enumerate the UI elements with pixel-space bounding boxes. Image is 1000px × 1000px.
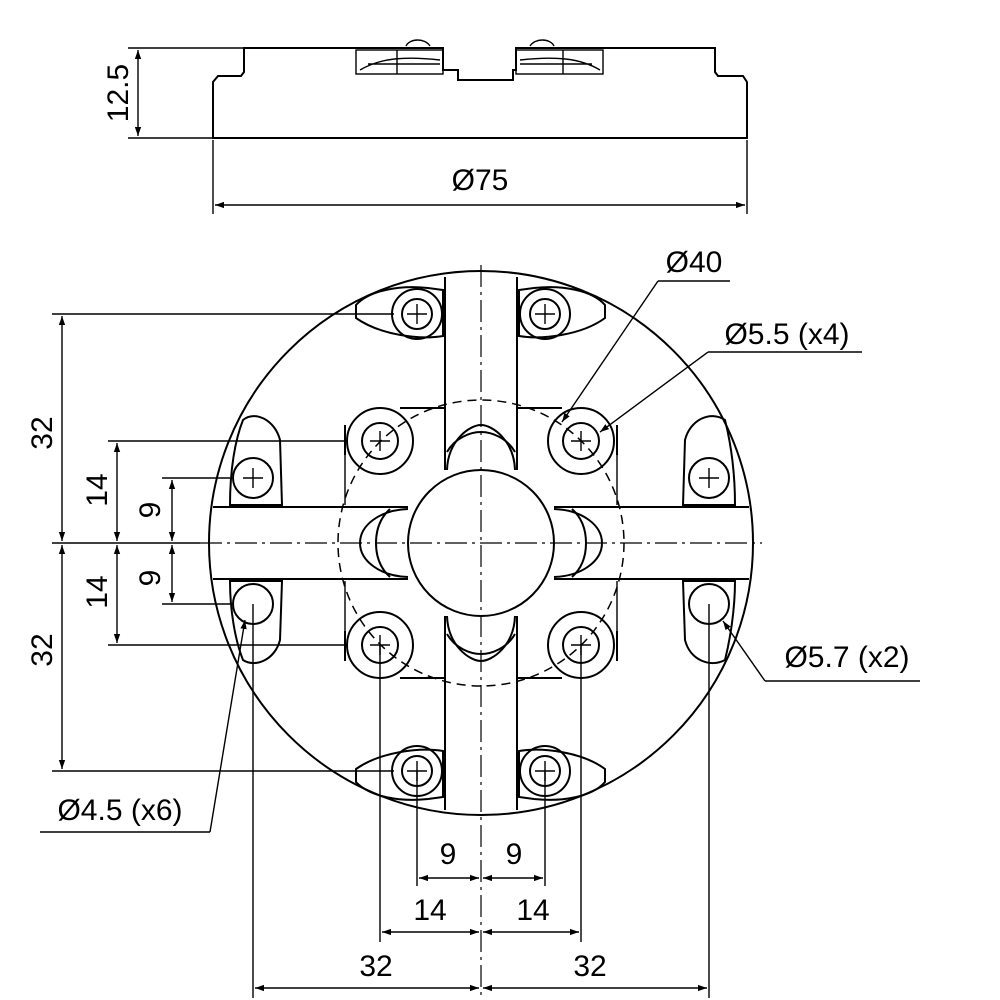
bottom-dimensions: 9 9 14 14 32 32	[252, 604, 710, 998]
dim-left-14-bot: 14	[81, 575, 114, 608]
callouts: Ø40 Ø5.5 (x4) Ø5.7 (x2) Ø4.5 (x6)	[40, 246, 920, 833]
dim-bot-9-right: 9	[506, 838, 523, 871]
left-dimensions: 32 14 9 9 14 32	[26, 313, 394, 772]
height-dimension: 12.5	[102, 47, 244, 139]
dim-bot-14-right: 14	[516, 894, 549, 927]
dim-bot-32-right: 32	[573, 950, 606, 983]
callout-hole-5-5: Ø5.5 (x4)	[724, 318, 849, 351]
callout-pcd-40: Ø40	[666, 246, 723, 279]
dim-bot-14-left: 14	[413, 894, 446, 927]
dim-left-32-bot: 32	[26, 633, 59, 666]
hole-5-7	[688, 457, 730, 625]
dim-left-9-bot: 9	[134, 570, 167, 587]
dim-left-32-top: 32	[26, 416, 59, 449]
diameter-75-dimension: Ø75	[212, 140, 748, 214]
height-label: 12.5	[102, 64, 135, 122]
dim-left-14-top: 14	[81, 473, 114, 506]
callout-hole-4-5: Ø4.5 (x6)	[57, 794, 182, 827]
callout-hole-5-7: Ø5.7 (x2)	[784, 641, 909, 674]
dim-bot-32-left: 32	[359, 950, 392, 983]
dim-bot-9-left: 9	[440, 838, 457, 871]
side-view	[212, 39, 748, 139]
diameter-75-label: Ø75	[452, 164, 509, 197]
dim-left-9-top: 9	[134, 502, 167, 519]
